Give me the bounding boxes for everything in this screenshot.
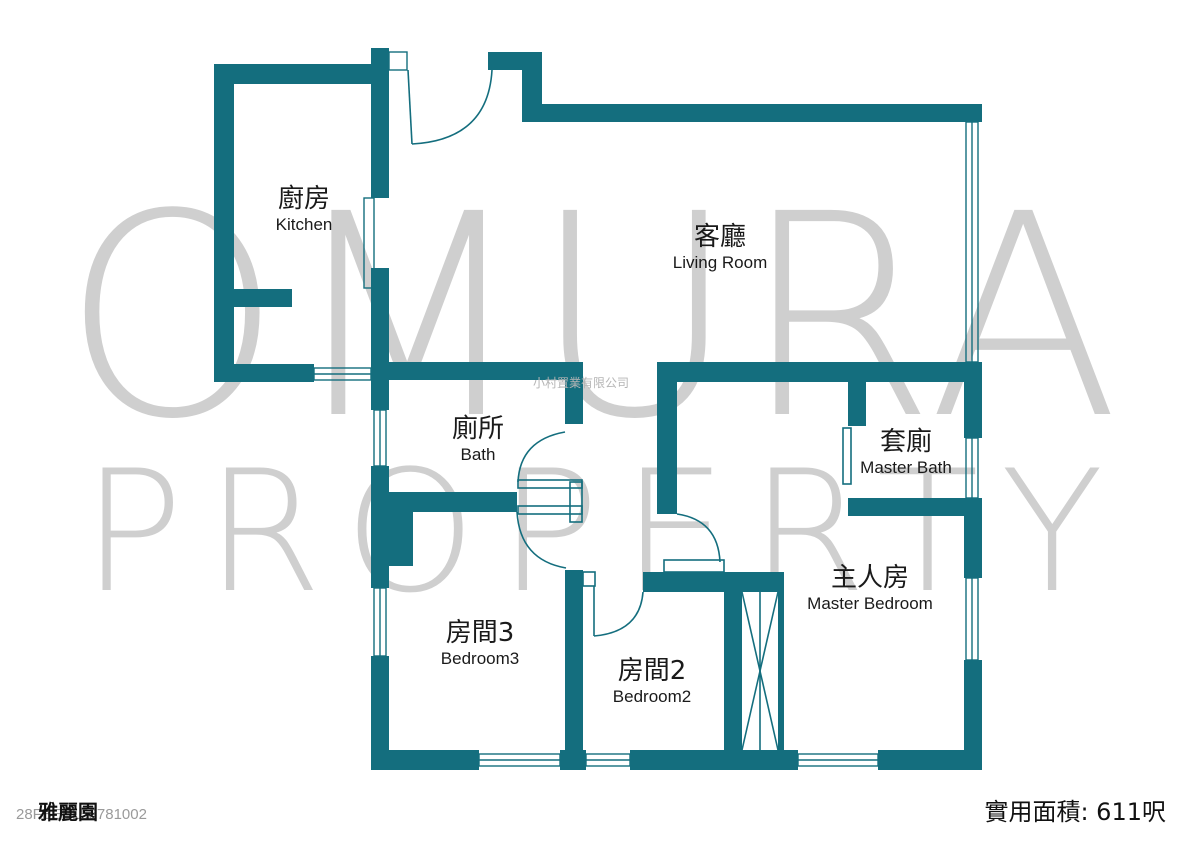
agency-mark: 小村置業有限公司	[533, 376, 630, 390]
wall-central-mid	[371, 268, 389, 410]
wall-kitchen-left	[214, 64, 234, 382]
master-bath-label-en: Master Bath	[860, 458, 952, 477]
room-label-bath: 廁所 Bath	[452, 414, 504, 466]
wall-central-upper	[371, 48, 389, 198]
kitchen-label-en: Kitchen	[275, 215, 333, 234]
wall-bottom-b	[560, 750, 586, 770]
master-bedroom-label-en: Master Bedroom	[807, 594, 933, 613]
wall-corridor-top	[643, 572, 781, 592]
bedroom2-label-zh: 房間2	[617, 656, 687, 686]
master-door-swing	[676, 513, 721, 563]
room-label-living: 客廳 Living Room	[673, 222, 768, 274]
wall-bottom-d	[878, 750, 982, 770]
wall-bedroom2-left	[565, 570, 583, 770]
wall-wardrobe-right	[778, 572, 784, 770]
wall-masterbath-left	[848, 362, 866, 426]
windows	[313, 51, 979, 767]
wall-right-mid	[964, 498, 982, 578]
wall-bath-top	[371, 362, 583, 380]
wall-master-left	[657, 362, 677, 514]
living-label-zh: 客廳	[693, 222, 746, 252]
bath-door-swing	[517, 431, 566, 483]
room-label-bedroom2: 房間2 Bedroom2	[613, 656, 691, 708]
wall-right-upper	[964, 362, 982, 438]
estate-name: 雅麗園	[38, 800, 98, 824]
entry-door-swing	[411, 69, 493, 145]
wall-living-top	[522, 104, 982, 122]
walls	[214, 48, 982, 770]
watermark-line-1: OMURA	[62, 155, 1124, 481]
wall-left-b	[371, 656, 389, 770]
kitchen-door-frame	[363, 197, 375, 289]
wall-kitchen-stub	[214, 289, 292, 307]
living-label-en: Living Room	[672, 253, 768, 272]
room-label-master-bedroom: 主人房 Master Bedroom	[807, 563, 933, 615]
bedroom3-label-en: Bedroom3	[440, 649, 520, 668]
wall-bath-bottom	[371, 492, 517, 512]
doors	[407, 69, 852, 751]
saleable-area: 實用面積: 611呎	[984, 798, 1166, 826]
wall-kitchen-bottom	[214, 364, 314, 382]
wall-bottom-c	[630, 750, 798, 770]
master-bath-label-zh: 套廁	[879, 427, 932, 457]
watermark-line-2: PROPERTY	[82, 434, 1126, 630]
room-label-bedroom3: 房間3 Bedroom3	[441, 618, 519, 670]
wall-kitchen-top	[214, 64, 376, 84]
reference-code: 28FBEBL53781002	[16, 806, 147, 823]
bedroom2-door-swing	[593, 591, 644, 637]
master-bedroom-label-zh: 主人房	[830, 563, 910, 593]
wall-bedroom3-col	[389, 510, 413, 566]
bath-label-zh: 廁所	[451, 414, 505, 444]
bedroom3-door-swing	[516, 511, 567, 569]
wall-right-lower	[964, 660, 982, 770]
wall-masterbath-bottom	[848, 498, 982, 516]
bedroom2-label-en: Bedroom2	[612, 687, 692, 706]
room-label-master-bath: 套廁 Master Bath	[860, 427, 952, 479]
wall-bottom-a	[371, 750, 479, 770]
bedroom3-label-zh: 房間3	[445, 618, 515, 648]
bath-label-en: Bath	[460, 445, 496, 464]
room-label-kitchen: 廚房 Kitchen	[276, 184, 333, 236]
entry-door-frame	[388, 51, 408, 71]
wall-wardrobe-left	[724, 572, 742, 770]
wall-bath-right	[565, 362, 583, 424]
kitchen-label-zh: 廚房	[277, 184, 331, 214]
wall-master-top	[657, 362, 982, 382]
wall-left-a	[371, 466, 389, 588]
